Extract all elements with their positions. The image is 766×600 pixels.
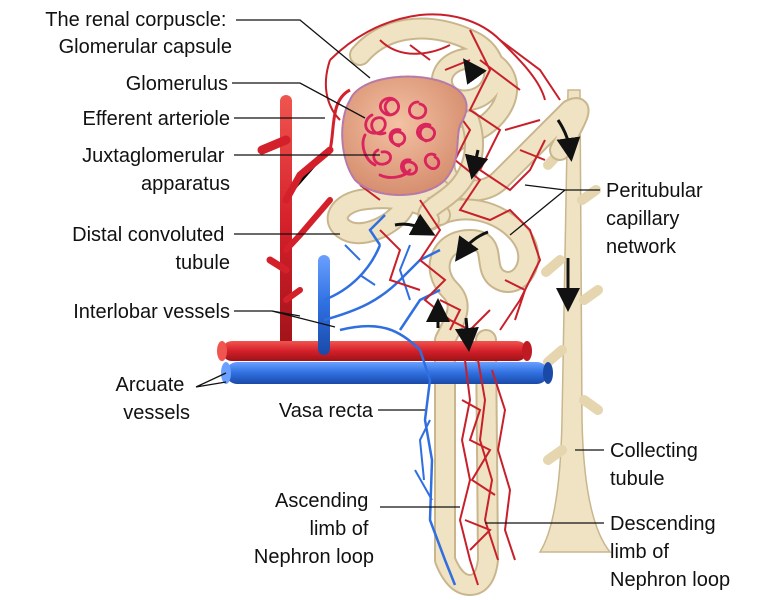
descending-limb-line-1: Descending xyxy=(610,513,716,535)
arcuate-line-2: vessels xyxy=(123,402,190,424)
collecting-tubule xyxy=(538,89,612,553)
interlobar-artery xyxy=(280,95,292,355)
vasa-recta-label: Vasa recta xyxy=(279,400,374,422)
arcuate-vein xyxy=(226,362,548,384)
arcuate-line-1: Arcuate xyxy=(116,374,185,396)
glomerulus-line-1: Glomerulus xyxy=(126,73,228,95)
vein-tree xyxy=(221,214,553,586)
collecting-label: Collecting tubule xyxy=(610,440,703,490)
renal-corpuscle-label: The renal corpuscle: Glomerular capsule xyxy=(45,9,232,58)
juxtaglomerular-label: Juxtaglomerular apparatus xyxy=(82,145,230,195)
arcuate-label: Arcuate vessels xyxy=(116,374,191,424)
efferent-arteriole-label: Efferent arteriole xyxy=(83,108,231,130)
arcuate-artery xyxy=(222,341,527,361)
renal-corpuscle-line-1: The renal corpuscle: xyxy=(45,9,226,31)
flow-arrows xyxy=(394,58,581,352)
interlobar-line-1: Interlobar vessels xyxy=(73,301,230,323)
ascending-limb-line-2: limb of xyxy=(310,518,369,540)
labels: The renal corpuscle: Glomerular capsule … xyxy=(45,9,730,591)
peritubular-line-2: capillary xyxy=(606,208,679,230)
juxtaglomerular-line-2: apparatus xyxy=(141,173,230,195)
distal-convoluted-line-2: tubule xyxy=(176,252,231,274)
ascending-limb-line-1: Ascending xyxy=(275,490,368,512)
juxtaglomerular-line-1: Juxtaglomerular xyxy=(82,145,225,167)
peritubular-label: Peritubular capillary network xyxy=(606,180,708,258)
ascending-limb-label: Ascending limb of Nephron loop xyxy=(254,490,374,568)
collecting-line-2: tubule xyxy=(610,468,665,490)
glomerulus-label: Glomerulus xyxy=(126,73,228,95)
distal-convoluted-label: Distal convoluted tubule xyxy=(72,224,230,274)
glomerulus xyxy=(361,96,441,179)
descending-limb-label: Descending limb of Nephron loop xyxy=(610,513,730,591)
peritubular-line-1: Peritubular xyxy=(606,180,703,202)
ascending-limb-line-3: Nephron loop xyxy=(254,546,374,568)
renal-corpuscle xyxy=(341,75,468,196)
distal-convoluted-line-1: Distal convoluted xyxy=(72,224,224,246)
artery-tree xyxy=(217,88,532,361)
descending-limb-line-3: Nephron loop xyxy=(610,569,730,591)
renal-tubule xyxy=(326,17,590,596)
collecting-line-1: Collecting xyxy=(610,440,698,462)
peritubular-line-3: network xyxy=(606,236,677,258)
efferent-arteriole-line-1: Efferent arteriole xyxy=(83,108,231,130)
descending-limb-line-2: limb of xyxy=(610,541,669,563)
interlobar-label: Interlobar vessels xyxy=(73,301,230,323)
leader-lines xyxy=(195,19,604,524)
vasa-recta-line-1: Vasa recta xyxy=(279,400,374,422)
interlobar-vein xyxy=(318,255,330,355)
renal-corpuscle-line-2: Glomerular capsule xyxy=(59,36,232,58)
